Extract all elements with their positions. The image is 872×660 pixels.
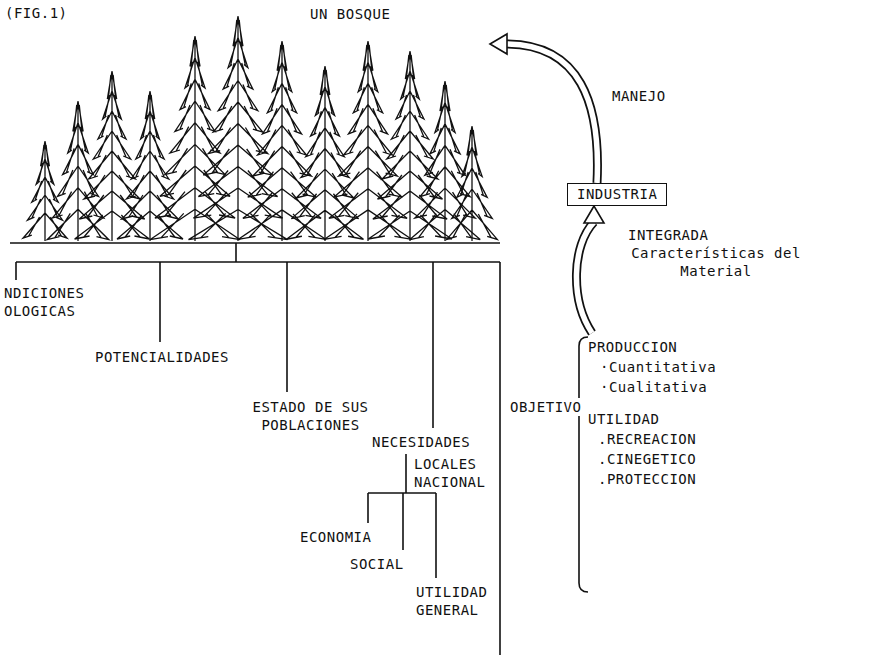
arrow-head <box>490 34 507 54</box>
conifer-tree <box>150 36 240 241</box>
diagram-label: ESTADO DE SUS POBLACIONES <box>243 398 378 434</box>
diagram-label: ECONOMIA <box>300 528 371 546</box>
forest-node: UN BOSQUE <box>20 4 490 244</box>
arrow-inner <box>506 44 597 183</box>
branch-line <box>432 262 434 428</box>
conifer-tree <box>189 16 288 241</box>
diagram-label: .PROTECCION <box>598 470 696 488</box>
hollow-arrow <box>490 34 597 183</box>
conifer-tree <box>410 81 480 241</box>
bracket <box>579 337 588 592</box>
arrow-head <box>584 206 604 223</box>
branch-line <box>499 262 501 655</box>
branch-line <box>159 262 161 342</box>
diagram-label: .CINEGETICO <box>598 450 696 468</box>
branch-lines <box>10 243 588 655</box>
branch-line <box>286 262 288 392</box>
diagram-label: ·Cuantitativa <box>600 358 716 376</box>
arrow-outline <box>576 222 594 333</box>
diagram-label: NECESIDADES <box>372 433 470 451</box>
diagram-label: ·Cualitativa <box>600 378 707 396</box>
diagram-label: .RECREACION <box>598 430 696 448</box>
stem-line <box>235 243 237 262</box>
diagram-label: INTEGRADA <box>628 226 708 244</box>
process-box: INDUSTRIA <box>567 183 667 206</box>
diagram-label: (FIG.1) <box>5 4 68 22</box>
branch-line <box>435 493 437 578</box>
diagram-label: UTILIDAD <box>588 410 659 428</box>
node-text: UN BOSQUE <box>310 6 390 23</box>
branch-line <box>16 261 500 263</box>
branch-line <box>368 492 436 494</box>
branch-line <box>367 493 369 523</box>
conifer-tree <box>447 126 498 241</box>
arrow-outline <box>506 44 597 183</box>
branch-line <box>405 454 407 493</box>
arrow-inner <box>576 222 594 333</box>
ground-line <box>10 242 500 244</box>
diagram-label: LOCALES NACIONAL <box>414 455 485 491</box>
conifer-tree <box>238 41 326 241</box>
branch-line <box>15 262 17 280</box>
branch-line <box>402 493 404 550</box>
conifer-tree <box>368 51 452 241</box>
diagram-label: POTENCIALIDADES <box>95 348 229 366</box>
node-text: INDUSTRIA <box>577 186 657 203</box>
material-arrow <box>576 206 604 333</box>
diagram-label: Características del Material <box>618 244 814 280</box>
conifer-tree <box>287 66 364 241</box>
diagram-label: OBJETIVO <box>510 398 581 416</box>
conifer-tree <box>75 71 150 241</box>
edge-label: MANEJO <box>612 87 666 105</box>
conifer-tree <box>324 41 412 241</box>
diagram-label: SOCIAL <box>350 555 404 573</box>
diagram-label: PRODUCCION <box>588 338 677 356</box>
diagram-label: UTILIDAD GENERAL <box>416 583 487 619</box>
diagram-label: NDICIONES OLOGICAS <box>4 284 84 320</box>
